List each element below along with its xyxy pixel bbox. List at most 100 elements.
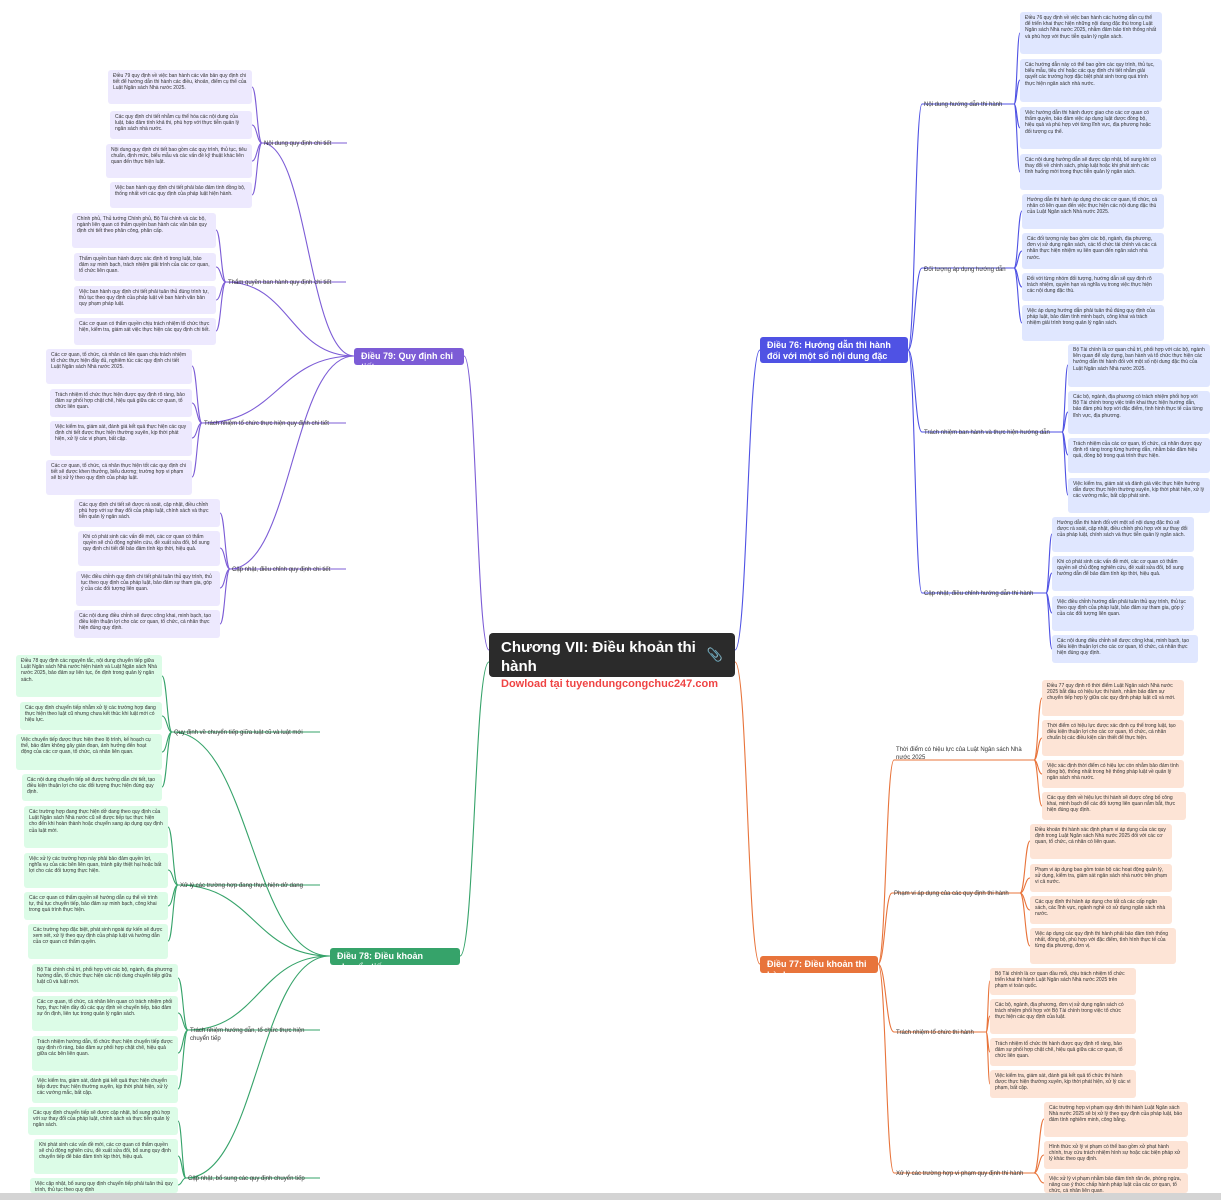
leaf-dieu77-2-1: Điều khoản thi hành xác định phạm vi áp … — [1030, 824, 1172, 859]
leaf-dieu77-3-3: Trách nhiệm tổ chức thi hành được quy đị… — [990, 1038, 1136, 1066]
leaf-dieu79-3-1: Các cơ quan, tổ chức, cá nhân có liên qu… — [46, 349, 192, 384]
leaf-dieu76-3-2: Các bộ, ngành, địa phương có trách nhiệm… — [1068, 391, 1210, 434]
sub-dieu79-1[interactable]: Nội dung quy định chi tiết — [264, 141, 332, 147]
leaf-dieu76-3-4: Việc kiểm tra, giám sát và đánh giá việc… — [1068, 478, 1210, 513]
leaf-dieu78-1-4: Các nội dung chuyển tiếp sẽ được hướng d… — [22, 774, 162, 801]
link-79-sub4 — [229, 355, 355, 570]
sub-dieu76-3[interactable]: Trách nhiệm ban hành và thực hiện hướng … — [924, 430, 1050, 436]
leaf-dieu78-4-2: Khi phát sinh các vấn đề mới, các cơ qua… — [34, 1139, 178, 1174]
leaf-dieu76-1-1: Điều 76 quy định về việc ban hành các hư… — [1020, 12, 1162, 54]
root-subtitle: Dowload tại tuyendungcongchuc247.com — [501, 678, 718, 690]
b78-2-leaf1 — [167, 826, 179, 886]
leaf-dieu78-1-2: Các quy định chuyển tiếp nhằm xử lý các … — [20, 702, 162, 730]
b79-2-leaf2 — [215, 266, 227, 283]
leaf-dieu78-3-3: Trách nhiệm hướng dẫn, tổ chức thực hiện… — [32, 1036, 178, 1071]
b79-1-leaf1 — [251, 86, 263, 144]
sub-dieu79-3[interactable]: Trách nhiệm tổ chức thực hiện quy định c… — [204, 421, 329, 427]
b76-2-leaf1 — [1013, 210, 1023, 269]
leaf-dieu77-1-4: Các quy định về hiệu lực thi hành sẽ đượ… — [1042, 792, 1186, 820]
leaf-dieu77-4-1: Các trường hợp vi phạm quy định thi hành… — [1044, 1102, 1188, 1137]
branch-dieu-78[interactable]: Điều 78: Điều khoản chuyển tiếp — [330, 948, 460, 972]
link-root-77 — [734, 661, 761, 965]
b77-4-leaf2 — [1033, 1154, 1045, 1174]
link-79-sub2 — [225, 281, 355, 357]
sub-dieu76-2[interactable]: Đối tượng áp dụng hướng dẫn — [924, 267, 1006, 273]
sub-dieu77-2[interactable]: Phạm vi áp dụng của các quy định thi hàn… — [894, 891, 1009, 897]
sub-dieu77-3[interactable]: Trách nhiệm tổ chức thi hành — [896, 1030, 974, 1036]
leaf-dieu79-2-3: Việc ban hành quy định chi tiết phải tuâ… — [74, 286, 216, 314]
branch-dieu-77[interactable]: Điều 77: Điều khoản thi hành — [760, 956, 878, 980]
sub-dieu79-4[interactable]: Cập nhật, điều chỉnh quy định chi tiết — [232, 567, 331, 573]
leaf-dieu77-2-2: Phạm vi áp dụng bao gồm toàn bộ các hoạt… — [1030, 864, 1172, 892]
b77-2-leaf2 — [1019, 877, 1031, 894]
b77-1-leaf1 — [1033, 697, 1043, 761]
b76-4-leaf2 — [1045, 572, 1053, 594]
leaf-dieu79-3-4: Các cơ quan, tổ chức, cá nhân thực hiện … — [46, 460, 192, 495]
sub-dieu78-2[interactable]: Xử lý các trường hợp đang thực hiện dở d… — [180, 883, 303, 889]
b76-2-leaf4 — [1013, 267, 1023, 324]
b78-3-leaf2 — [177, 1012, 189, 1031]
bottom-scrollbar[interactable] — [0, 1193, 1221, 1200]
link-76-sub1 — [907, 103, 923, 351]
leaf-dieu77-4-3: Việc xử lý vi phạm nhằm bảo đảm tính răn… — [1044, 1173, 1188, 1193]
leaf-dieu76-3-3: Trách nhiệm của các cơ quan, tổ chức, cá… — [1068, 438, 1210, 473]
sub-dieu76-1[interactable]: Nội dung hướng dẫn thi hành — [924, 102, 1003, 108]
b79-4-leaf4 — [219, 568, 231, 625]
sub-dieu78-1[interactable]: Quy định về chuyển tiếp giữa luật cũ và … — [174, 730, 303, 736]
leaf-dieu79-2-4: Các cơ quan có thẩm quyền chịu trách nhi… — [74, 318, 216, 345]
leaf-dieu79-4-2: Khi có phát sinh các vấn đề mới, các cơ … — [78, 531, 220, 566]
b79-4-leaf2 — [219, 547, 231, 570]
b79-3-leaf2 — [191, 402, 203, 424]
leaf-dieu79-4-3: Việc điều chỉnh quy định chi tiết phải t… — [76, 571, 220, 606]
b76-3-leaf1 — [1061, 364, 1069, 433]
leaf-dieu77-3-1: Bộ Tài chính là cơ quan đầu mối, chịu tr… — [990, 968, 1136, 995]
sub-dieu78-4[interactable]: Cập nhật, bổ sung các quy định chuyển ti… — [188, 1176, 305, 1182]
b79-4-leaf1 — [219, 512, 231, 570]
b77-1-leaf2 — [1033, 737, 1043, 761]
b78-2-leaf2 — [167, 869, 179, 886]
sub-dieu79-2[interactable]: Thẩm quyền ban hành quy định chi tiết — [228, 280, 332, 286]
leaf-dieu79-1-2: Các quy định chi tiết nhằm cụ thể hóa cá… — [110, 111, 252, 139]
leaf-dieu77-2-3: Các quy định thi hành áp dụng cho tất cả… — [1030, 896, 1172, 924]
leaf-dieu79-3-2: Trách nhiệm tổ chức thực hiện được quy đ… — [50, 389, 192, 417]
leaf-dieu78-3-4: Việc kiểm tra, giám sát, đánh giá kết qu… — [32, 1075, 178, 1103]
leaf-dieu79-4-4: Các nội dung điều chỉnh sẽ được công kha… — [74, 610, 220, 638]
leaf-dieu76-2-4: Việc áp dụng hướng dẫn phải tuân thủ đún… — [1022, 305, 1164, 341]
sub-dieu77-4[interactable]: Xử lý các trường hợp vi phạm quy định th… — [896, 1171, 1024, 1177]
link-root-79 — [463, 355, 490, 651]
leaf-dieu77-3-4: Việc kiểm tra, giám sát, đánh giá kết qu… — [990, 1070, 1136, 1098]
b78-1-leaf2 — [161, 715, 173, 733]
sub-dieu77-1[interactable]: Thời điểm có hiệu lực của Luật Ngân sách… — [896, 747, 1022, 761]
b76-3-leaf4 — [1061, 431, 1069, 496]
paperclip-icon[interactable]: 📎 — [706, 647, 723, 662]
b79-2-leaf4 — [215, 281, 227, 332]
leaf-dieu76-2-3: Đối với từng nhóm đối tượng, hướng dẫn s… — [1022, 273, 1164, 301]
b77-1-leaf4 — [1033, 759, 1043, 807]
b76-1-leaf4 — [1013, 103, 1021, 173]
branch-dieu-79[interactable]: Điều 79: Quy định chi tiết — [354, 348, 464, 372]
sub-dieu76-4[interactable]: Cập nhật, điều chỉnh hướng dẫn thi hành — [924, 591, 1034, 597]
leaf-dieu78-4-3: Việc cập nhật, bổ sung quy định chuyển t… — [30, 1178, 178, 1193]
leaf-dieu78-3-1: Bộ Tài chính chủ trì, phối hợp với các b… — [32, 964, 178, 992]
root-title: Chương VII: Điều khoản thi hành — [501, 639, 696, 675]
link-root-76 — [734, 349, 761, 651]
leaf-dieu76-3-1: Bộ Tài chính là cơ quan chủ trì, phối hợ… — [1068, 344, 1210, 387]
b76-4-leaf1 — [1045, 533, 1053, 594]
leaf-dieu79-1-4: Việc ban hành quy định chi tiết phải bảo… — [110, 182, 252, 208]
link-77-sub4 — [877, 963, 895, 1174]
b79-1-leaf4 — [251, 142, 263, 196]
link-77-sub3 — [877, 963, 895, 1033]
leaf-dieu78-4-1: Các quy định chuyển tiếp sẽ được cập nhậ… — [28, 1107, 178, 1135]
central-topic[interactable]: Chương VII: Điều khoản thi hành Dowload … — [489, 633, 735, 690]
leaf-dieu79-2-2: Thẩm quyền ban hành được xác định rõ tro… — [74, 253, 216, 281]
sub-dieu78-3[interactable]: Trách nhiệm hướng dẫn, tổ chức thực hiện… — [190, 1028, 305, 1042]
leaf-dieu77-1-3: Việc xác định thời điểm có hiệu lực còn … — [1042, 760, 1184, 788]
branch-dieu-76[interactable]: Điều 76: Hướng dẫn thi hành đối với một … — [760, 337, 908, 372]
b77-4-leaf1 — [1033, 1118, 1045, 1174]
b77-2-leaf4 — [1019, 892, 1031, 947]
link-78-sub2 — [177, 884, 331, 957]
b79-3-leaf1 — [191, 365, 203, 424]
leaf-dieu76-4-3: Việc điều chỉnh hướng dẫn phải tuân thủ … — [1052, 596, 1194, 631]
b78-4-leaf1 — [177, 1120, 187, 1179]
leaf-dieu76-1-2: Các hướng dẫn này có thể bao gồm các quy… — [1020, 59, 1162, 102]
